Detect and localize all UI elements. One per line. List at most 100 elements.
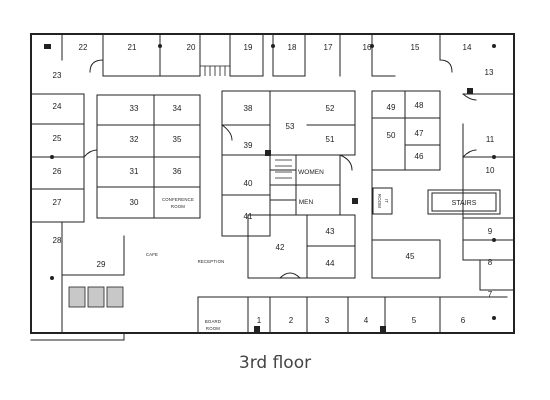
room-9-label: 9 [488,227,493,236]
room-13-label: 13 [485,68,494,77]
room-34-label: 34 [173,104,182,113]
room-50-label: 50 [387,131,396,140]
column-block [380,326,386,332]
inner-block-right [371,90,441,279]
room-35-label: 35 [173,135,182,144]
restroom-wall [269,154,341,216]
room-46-label: 46 [415,152,424,161]
room-52-label: 52 [326,104,335,113]
room-38-label: 38 [244,104,253,113]
elevator-1 [68,286,86,308]
column-block [254,326,260,332]
men-restroom-label: MEN [299,199,314,206]
floor-caption: 3rd floor [238,353,312,373]
column-dot [492,316,496,320]
conference-room-label-line1: CONFERENCE [162,197,194,202]
room-16-label: 16 [363,43,372,52]
room-10-label: 10 [486,166,495,175]
room-31-label: 31 [130,167,139,176]
board-room-label-line1: BOARD [205,319,221,324]
inner-block-left [96,94,201,219]
column-dot [492,44,496,48]
it-room-label-line2: ROOM [377,194,382,208]
room-39-label: 39 [244,141,253,150]
room-43-label: 43 [326,227,335,236]
room-49-label: 49 [387,103,396,112]
room-26-label: 26 [53,167,62,176]
room-25-label: 25 [53,134,62,143]
room-53-label: 53 [286,122,295,131]
top-offices-wall [61,33,441,77]
stairs-outline [427,189,501,215]
bottom-offices-wall [197,296,508,334]
elevator-2 [87,286,105,308]
room-11-label: 11 [486,135,495,144]
column-dot [370,44,374,48]
room-24-label: 24 [53,102,62,111]
room-30-label: 30 [130,198,139,207]
room-8-label: 8 [488,258,493,267]
outer-wall-inner-step [30,332,125,341]
room-3-label: 3 [325,316,330,325]
room-51-label: 51 [326,135,335,144]
left-offices-wall [30,93,85,223]
room-18-label: 18 [288,43,297,52]
room-29-label: 29 [97,260,106,269]
room-7-label: 7 [488,290,493,299]
room-1-label: 1 [257,316,262,325]
room-28-label: 28 [53,236,62,245]
it-room-outline [372,187,393,215]
room-40-label: 40 [244,179,253,188]
stairs-inner [431,192,497,212]
block-42 [247,214,356,279]
room-6-label: 6 [461,316,466,325]
room-32-label: 32 [130,135,139,144]
floor-plan: 22 21 20 19 18 17 16 15 14 13 23 24 25 2… [30,33,515,341]
room-41-label: 41 [244,212,253,221]
column-dot [50,155,54,159]
room-48-label: 48 [415,101,424,110]
right-offices-wall [462,93,515,291]
cafe-label: CAFE [146,252,158,257]
room-22-label: 22 [79,43,88,52]
column-dot [50,276,54,280]
room-14-label: 14 [463,43,472,52]
conference-room-label-line2: ROOM [171,204,185,209]
room-44-label: 44 [326,259,335,268]
room-27-label: 27 [53,198,62,207]
room-15-label: 15 [411,43,420,52]
room-42-label: 42 [276,243,285,252]
room-5-label: 5 [412,316,417,325]
stair-treads [200,65,230,76]
elevator-3 [106,286,124,308]
women-restroom-label: WOMEN [298,169,324,176]
room-33-label: 33 [130,104,139,113]
column-dot [492,238,496,242]
outer-wall [30,33,515,334]
it-room-label-line1: IT [384,199,389,203]
stairs-label: STAIRS [452,200,477,207]
column-dot [158,44,162,48]
room-45-label: 45 [406,252,415,261]
room-21-label: 21 [128,43,137,52]
room-4-label: 4 [364,316,369,325]
column-block [44,44,51,49]
column-block [265,150,271,156]
room-36-label: 36 [173,167,182,176]
reception-label: RECEPTION [198,259,225,264]
cafe-wall [61,221,125,334]
column-block [352,198,358,204]
interior-stairs [275,159,292,179]
room-19-label: 19 [244,43,253,52]
room-23-label: 23 [53,71,62,80]
board-room-label-line2: ROOM [206,326,220,331]
door-swing [83,59,477,279]
column-dot [492,155,496,159]
room-20-label: 20 [187,43,196,52]
column-block [467,88,473,94]
room-2-label: 2 [289,316,294,325]
inner-block-center [221,90,356,237]
column-dot [271,44,275,48]
room-17-label: 17 [324,43,333,52]
room-47-label: 47 [415,129,424,138]
